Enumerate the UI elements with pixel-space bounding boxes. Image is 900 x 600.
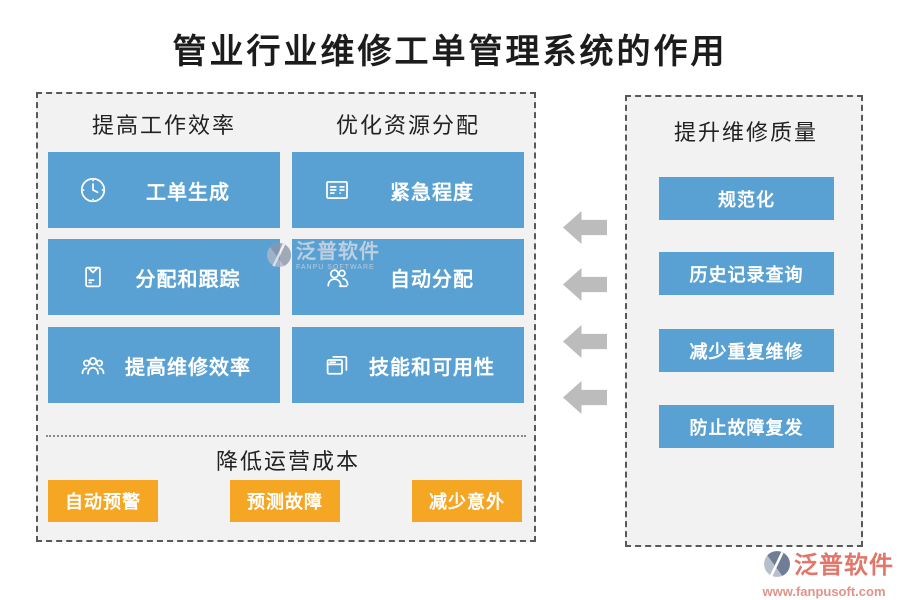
page-title: 管业行业维修工单管理系统的作用	[172, 34, 728, 71]
button-label: 防止故障复发	[689, 417, 804, 438]
button-work-order-generation: 工单生成	[48, 152, 280, 228]
left-arrow-icon	[563, 211, 607, 244]
button-predict-failure: 预测故障	[230, 480, 340, 522]
button-auto-assign: 自动分配	[292, 239, 524, 315]
button-history-query: 历史记录查询	[659, 252, 834, 295]
panel-header-quality: 提升维修质量	[673, 120, 818, 145]
clock-icon	[78, 175, 108, 205]
button-assign-track: 分配和跟踪	[48, 239, 280, 315]
button-label: 技能和可用性	[369, 356, 495, 379]
button-standardization: 规范化	[659, 177, 834, 220]
button-reduce-repeat-repairs: 减少重复维修	[659, 329, 834, 372]
button-label: 提高维修效率	[125, 356, 251, 379]
form-list-icon	[322, 175, 352, 205]
button-label: 规范化	[718, 189, 775, 210]
button-auto-alert: 自动预警	[48, 480, 158, 522]
button-label: 自动预警	[65, 492, 141, 512]
two-people-icon	[322, 262, 352, 292]
button-label: 工单生成	[146, 181, 230, 204]
button-urgency-level: 紧急程度	[292, 152, 524, 228]
button-label: 减少重复维修	[689, 341, 804, 362]
column-header-efficiency: 提高工作效率	[91, 113, 236, 138]
section-divider	[46, 435, 526, 437]
button-label: 自动分配	[390, 268, 474, 291]
fanpu-logo: 泛普软件 www.fanpusoft.com	[754, 550, 894, 598]
logo-company-name: 泛普软件	[794, 553, 894, 579]
button-prevent-failure-recurrence: 防止故障复发	[659, 405, 834, 448]
button-skills-availability: 技能和可用性	[292, 327, 524, 403]
quality-panel: 提升维修质量 规范化 历史记录查询 减少重复维修 防止故障复发	[625, 95, 863, 547]
button-label: 减少意外	[429, 492, 505, 512]
fanpu-logo-icon	[763, 550, 791, 582]
section-header-reduce-cost: 降低运营成本	[215, 449, 360, 474]
stacked-windows-icon	[322, 350, 352, 380]
people-group-icon	[78, 350, 108, 380]
benefits-panel: 提高工作效率 优化资源分配 工单生成 分配和跟踪	[36, 92, 536, 542]
logo-website-url: www.fanpusoft.com	[762, 584, 886, 599]
button-label: 分配和跟踪	[135, 268, 241, 291]
column-header-resource: 优化资源分配	[335, 113, 480, 138]
button-reduce-accidents: 减少意外	[412, 480, 522, 522]
left-arrow-icon	[563, 268, 607, 301]
button-improve-repair-efficiency: 提高维修效率	[48, 327, 280, 403]
button-label: 历史记录查询	[689, 264, 804, 285]
button-label: 预测故障	[247, 492, 323, 512]
left-arrow-icon	[563, 325, 607, 358]
button-label: 紧急程度	[390, 181, 474, 204]
left-arrow-icon	[563, 381, 607, 414]
archive-box-icon	[78, 262, 108, 292]
